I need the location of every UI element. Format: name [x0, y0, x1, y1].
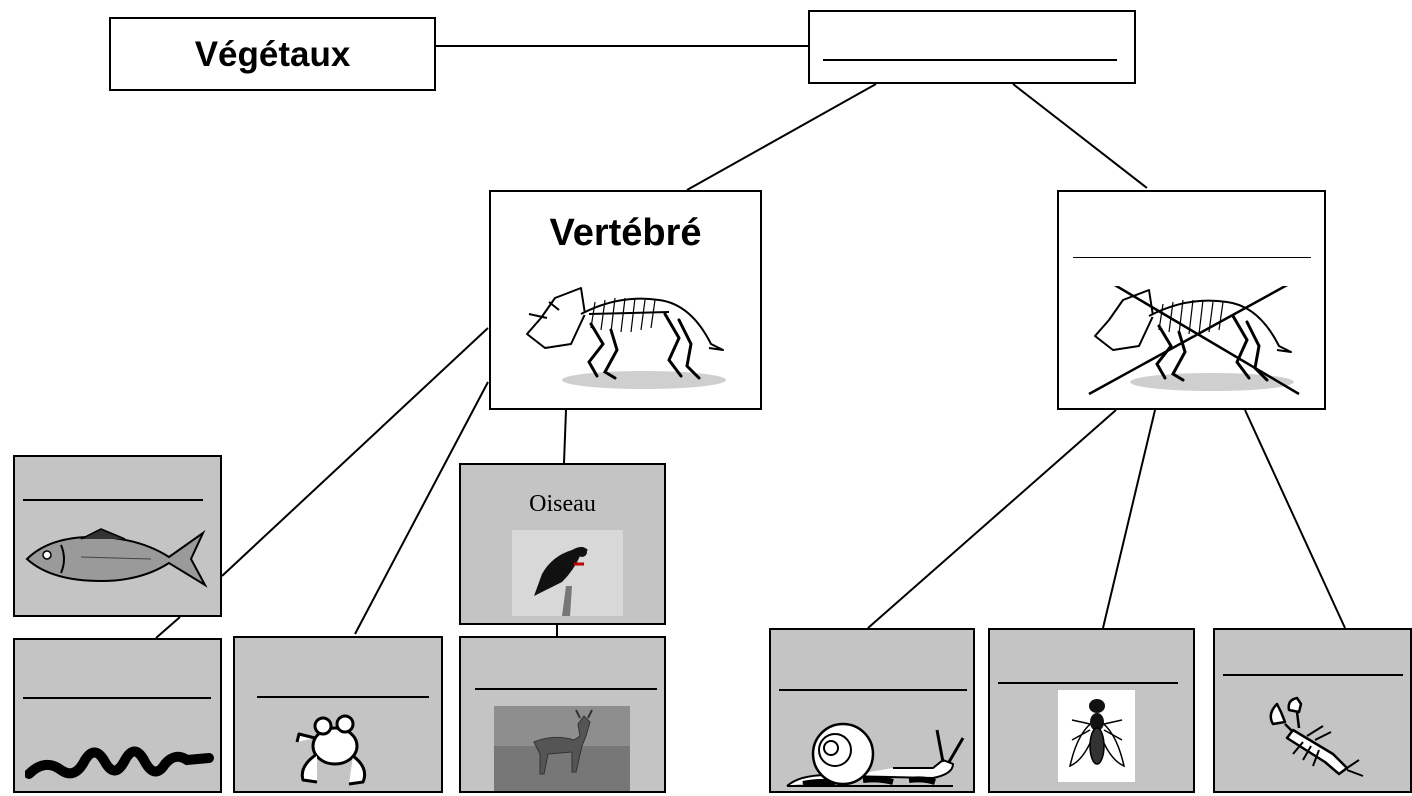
- snake-blank-line: [23, 697, 211, 699]
- deer-photo: [494, 706, 630, 791]
- connector-vertebrate-frog: [354, 381, 489, 635]
- crayfish-icon: [1269, 696, 1364, 777]
- fly-icon: [1058, 690, 1135, 782]
- connector-root-vertebrate: [686, 83, 877, 191]
- skeleton-icon: [526, 287, 726, 389]
- vertebrate-box: Vertébré: [489, 190, 762, 410]
- plants-label: Végétaux: [194, 35, 351, 74]
- snail-box: [769, 628, 975, 793]
- frog-box: [233, 636, 443, 793]
- connector-vertebrate-fish: [221, 327, 489, 577]
- root-box: [808, 10, 1136, 84]
- connector-invertebrate-fly: [1102, 409, 1156, 629]
- connector-invertebrate-snail: [867, 409, 1117, 629]
- crayfish-box: [1213, 628, 1412, 793]
- fly-blank-line: [998, 682, 1178, 684]
- connector-invertebrate-crayfish: [1244, 409, 1346, 629]
- connector-vertebrate-bird: [563, 409, 567, 464]
- snake-box: [13, 638, 222, 793]
- bird-photo: [512, 530, 623, 616]
- crossed-skeleton-icon: [1088, 286, 1300, 396]
- frog-icon: [295, 714, 367, 786]
- bird-box: Oiseau: [459, 463, 666, 625]
- deer-box: [459, 636, 666, 793]
- fish-blank-line: [23, 499, 203, 501]
- snail-icon: [786, 722, 965, 787]
- plants-box: Végétaux: [109, 17, 436, 91]
- vertebrate-label: Vertébré: [549, 212, 702, 254]
- frog-blank-line: [257, 696, 429, 698]
- fly-box: [988, 628, 1195, 793]
- connector-vertebrate-snake: [155, 616, 181, 639]
- invertebrate-blank-line: [1073, 257, 1311, 258]
- invertebrate-box: [1057, 190, 1326, 410]
- root-blank-line: [823, 59, 1117, 61]
- fish-icon: [25, 528, 208, 588]
- deer-blank-line: [475, 688, 657, 690]
- connector-root-invertebrate: [1012, 83, 1148, 189]
- bird-label: Oiseau: [529, 491, 596, 517]
- crayfish-blank-line: [1223, 674, 1403, 676]
- snake-icon: [25, 746, 214, 779]
- snail-blank-line: [779, 689, 967, 691]
- fish-box: [13, 455, 222, 617]
